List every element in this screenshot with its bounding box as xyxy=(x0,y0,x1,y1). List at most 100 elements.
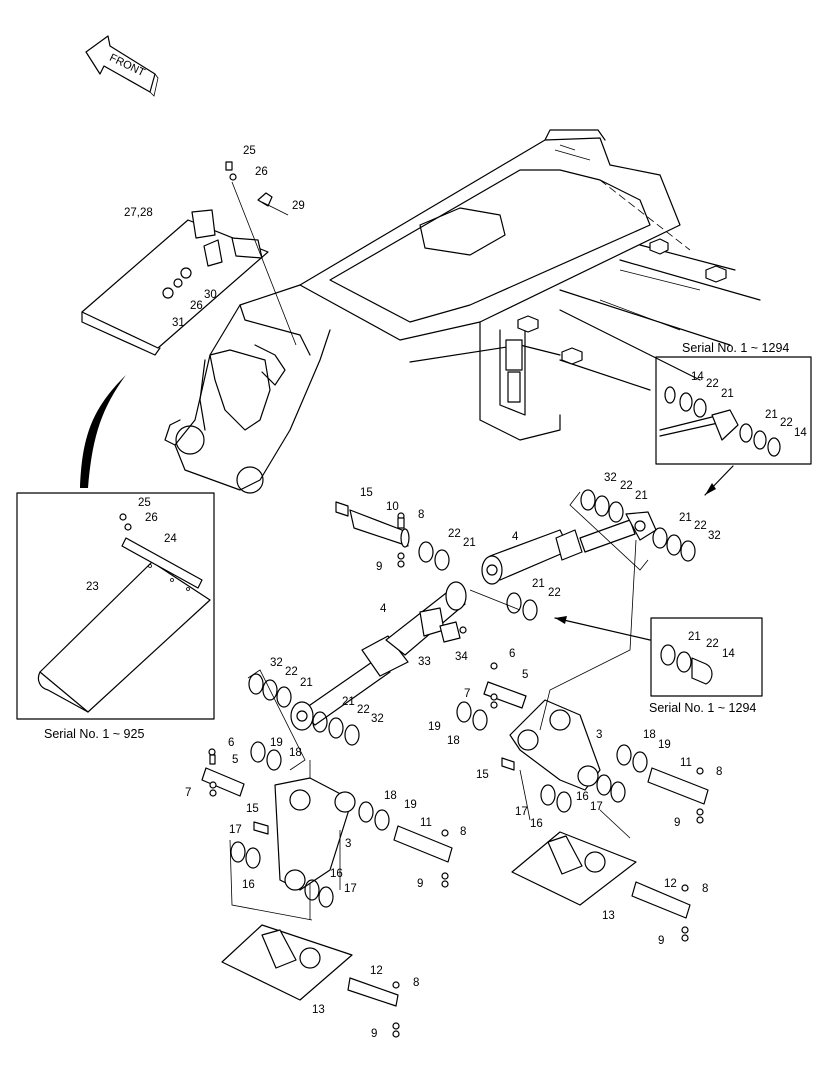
left-shoe xyxy=(221,924,400,1038)
right-bracket xyxy=(456,539,709,839)
serial-note-top-right: Serial No. 1 ~ 1294 xyxy=(682,341,789,355)
callout: 17 xyxy=(590,801,603,813)
callout: 30 xyxy=(204,289,217,301)
callout: 18 xyxy=(289,747,302,759)
callout: 13 xyxy=(602,910,615,922)
callout: 22 xyxy=(780,417,793,429)
callout: 21 xyxy=(688,631,701,643)
callout: 33 xyxy=(418,656,431,668)
callout: 22 xyxy=(706,638,719,650)
callout: 9 xyxy=(674,817,680,829)
callout: 12 xyxy=(370,965,383,977)
callout: 16 xyxy=(330,868,343,880)
callout: 19 xyxy=(270,737,283,749)
callout: 32 xyxy=(604,472,617,484)
callout: 26 xyxy=(255,166,268,178)
callout: 14 xyxy=(691,371,704,383)
callout: 26 xyxy=(190,300,203,312)
callout: 14 xyxy=(722,648,735,660)
left-bracket xyxy=(201,741,453,921)
callout: 22 xyxy=(548,587,561,599)
callout: 25 xyxy=(243,145,256,157)
right-shoe xyxy=(511,831,691,942)
callout: 21 xyxy=(721,388,734,400)
upper-pin xyxy=(335,501,410,568)
callout: 11 xyxy=(420,817,432,829)
callout: 15 xyxy=(360,487,373,499)
callout: 16 xyxy=(530,818,543,830)
callout: 8 xyxy=(702,883,708,895)
callout: 17 xyxy=(229,824,242,836)
callout: 8 xyxy=(418,509,424,521)
callout: 22 xyxy=(448,528,461,540)
callout: 22 xyxy=(694,520,707,532)
callout: 22 xyxy=(285,666,298,678)
callout: 22 xyxy=(620,480,633,492)
callout: 32 xyxy=(708,530,721,542)
callout: 21 xyxy=(532,578,545,590)
callout: 21 xyxy=(463,537,476,549)
callout: 22 xyxy=(357,704,370,716)
upper-mudguard-assembly xyxy=(81,161,297,356)
callout: 16 xyxy=(242,879,255,891)
callout: 10 xyxy=(386,501,399,513)
callout: 17 xyxy=(515,806,528,818)
callout: 8 xyxy=(460,826,466,838)
callout-labels: 25 26 29 27,28 30 26 31 14 22 21 21 22 1… xyxy=(86,145,807,1040)
callout: 21 xyxy=(679,512,692,524)
callout: 23 xyxy=(86,581,99,593)
callout: 16 xyxy=(576,791,589,803)
callout: 22 xyxy=(706,378,719,390)
upper-cylinder xyxy=(418,489,696,621)
callout: 19 xyxy=(658,739,671,751)
callout: 19 xyxy=(404,799,417,811)
front-arrow-icon: FRONT xyxy=(85,35,159,97)
callout: 21 xyxy=(342,696,355,708)
callout: 5 xyxy=(522,669,528,681)
callout: 18 xyxy=(384,790,397,802)
callout: 7 xyxy=(185,787,191,799)
callout: 32 xyxy=(270,657,283,669)
callout: 3 xyxy=(596,729,602,741)
callout: 14 xyxy=(794,427,807,439)
callout: 25 xyxy=(138,497,151,509)
callout: 3 xyxy=(345,838,351,850)
callout: 27,28 xyxy=(124,207,153,219)
callout: 6 xyxy=(228,737,234,749)
serial-note-mid-right: Serial No. 1 ~ 1294 xyxy=(649,701,756,715)
callout: 15 xyxy=(246,803,259,815)
callout: 15 xyxy=(476,769,489,781)
callout: 8 xyxy=(716,766,722,778)
inset-box-left xyxy=(16,492,215,720)
serial-note-left: Serial No. 1 ~ 925 xyxy=(44,727,144,741)
callout: 21 xyxy=(300,677,313,689)
callout: 19 xyxy=(428,721,441,733)
callout: 24 xyxy=(164,533,177,545)
callout: 11 xyxy=(680,757,692,769)
callout: 9 xyxy=(417,878,423,890)
callout: 13 xyxy=(312,1004,325,1016)
inset-box-mid-right xyxy=(650,617,763,697)
callout: 21 xyxy=(635,490,648,502)
callout: 8 xyxy=(413,977,419,989)
callout: 4 xyxy=(512,531,519,543)
lower-cylinder xyxy=(247,581,467,920)
callout: 12 xyxy=(664,878,677,890)
main-frame xyxy=(164,129,761,494)
callout: 29 xyxy=(292,200,305,212)
callout: 32 xyxy=(371,713,384,725)
inset-box-top-right xyxy=(655,356,812,465)
direction-arrow-icon xyxy=(80,375,126,488)
callout: 34 xyxy=(455,651,468,663)
callout: 26 xyxy=(145,512,158,524)
callout: 7 xyxy=(464,688,470,700)
callout: 9 xyxy=(658,935,664,947)
callout: 5 xyxy=(232,754,238,766)
callout: 6 xyxy=(509,648,515,660)
callout: 31 xyxy=(172,317,185,329)
callout: 9 xyxy=(371,1028,377,1040)
callout: 21 xyxy=(765,409,778,421)
callout: 9 xyxy=(376,561,382,573)
callout: 4 xyxy=(380,603,387,615)
